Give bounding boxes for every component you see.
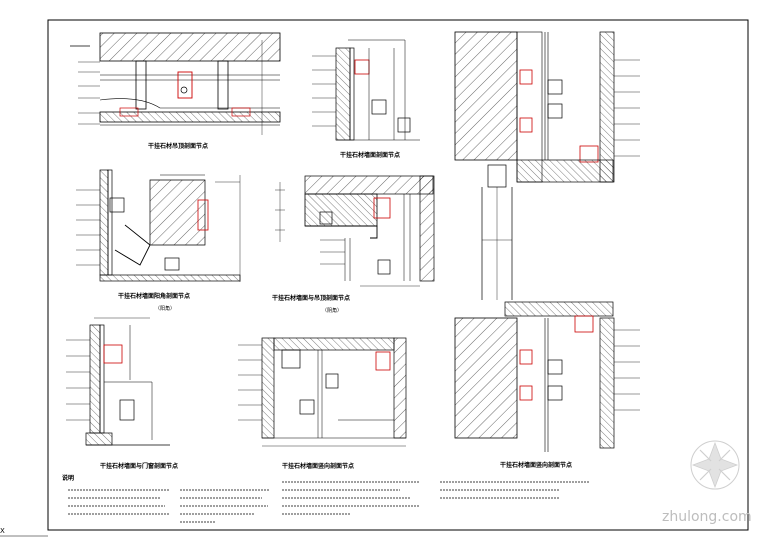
sheet-border [47, 19, 749, 531]
watermark-text: zhulong.com [662, 509, 752, 525]
corner-mark: X [0, 527, 5, 535]
detail-corner-wall [76, 169, 241, 282]
notes-title: 说明 [62, 474, 74, 482]
caption-wall-vertical-right: 干挂石材墙面竖向剖面节点 [500, 461, 572, 469]
detail-wall-vertical-bottom [238, 337, 407, 447]
caption-ceiling-section: 干挂石材吊顶剖面节点 [148, 142, 208, 150]
caption-corner-wall: 干挂石材墙面阳角剖面节点 [118, 292, 190, 300]
detail-wall-vertical-right [454, 31, 640, 452]
watermark-logo [690, 440, 740, 490]
caption-wall-base: 干挂石材墙面与门窗剖面节点 [100, 462, 178, 470]
notes-area: 说明 [62, 474, 590, 523]
subcaption-corner-wall: （阳角） [155, 305, 175, 312]
caption-wall-vertical-bottom: 干挂石材墙面竖向剖面节点 [282, 462, 354, 470]
detail-wall-section-top [312, 39, 420, 141]
caption-wall-section-top: 干挂石材墙面剖面节点 [340, 151, 400, 159]
detail-wall-ceiling [275, 175, 435, 287]
caption-wall-ceiling: 干挂石材墙面与吊顶剖面节点 [272, 294, 350, 302]
subcaption-wall-ceiling: （阴角） [322, 307, 342, 314]
detail-ceiling-section [70, 32, 281, 135]
detail-wall-base [66, 317, 170, 446]
